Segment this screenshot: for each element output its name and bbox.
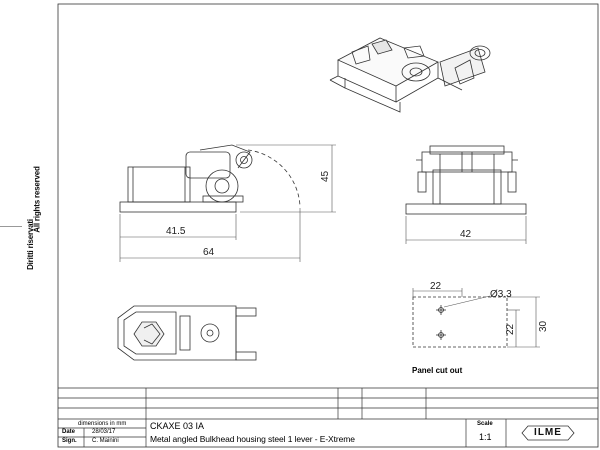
side-view bbox=[405, 145, 527, 215]
margin-tick bbox=[0, 226, 22, 227]
ilme-logo-text: ILME bbox=[534, 427, 562, 438]
sign-value: C. Mainini bbox=[92, 438, 119, 444]
isometric-view bbox=[329, 37, 491, 113]
panel-cutout bbox=[412, 296, 508, 348]
ilme-logo: ILME bbox=[520, 423, 576, 443]
panel-cutout-label: Panel cut out bbox=[412, 366, 463, 375]
cutout-vertical-spacing-dim: 22 bbox=[505, 323, 516, 335]
scale-label: Scale bbox=[477, 421, 493, 427]
front-height-dim: 45 bbox=[320, 170, 331, 182]
side-view-dims bbox=[405, 216, 527, 244]
cutout-hole-dia-dim: Ø3.3 bbox=[490, 289, 512, 300]
sign-label: Sign. bbox=[62, 438, 77, 444]
title-block-lines bbox=[58, 387, 598, 447]
drawing-frame bbox=[57, 3, 599, 448]
side-width-dim: 42 bbox=[460, 229, 472, 240]
cutout-height-dim: 30 bbox=[538, 320, 549, 332]
panel-cutout-dims bbox=[412, 288, 540, 348]
front-view bbox=[119, 144, 301, 213]
front-view-dims bbox=[119, 144, 336, 262]
product-description: Metal angled Bulkhead housing steel 1 le… bbox=[150, 434, 355, 444]
top-view bbox=[117, 305, 257, 361]
cutout-hole-spacing-dim: 22 bbox=[430, 281, 442, 292]
dimensions-note: dimensions in mm bbox=[78, 421, 127, 427]
front-width-dim: 41.5 bbox=[166, 226, 186, 237]
date-value: 28/03/17 bbox=[92, 429, 116, 435]
product-code: CKAXE 03 IA bbox=[150, 421, 205, 431]
scale-value: 1:1 bbox=[479, 432, 492, 442]
front-total-dim: 64 bbox=[203, 247, 215, 258]
date-label: Date bbox=[62, 429, 76, 435]
